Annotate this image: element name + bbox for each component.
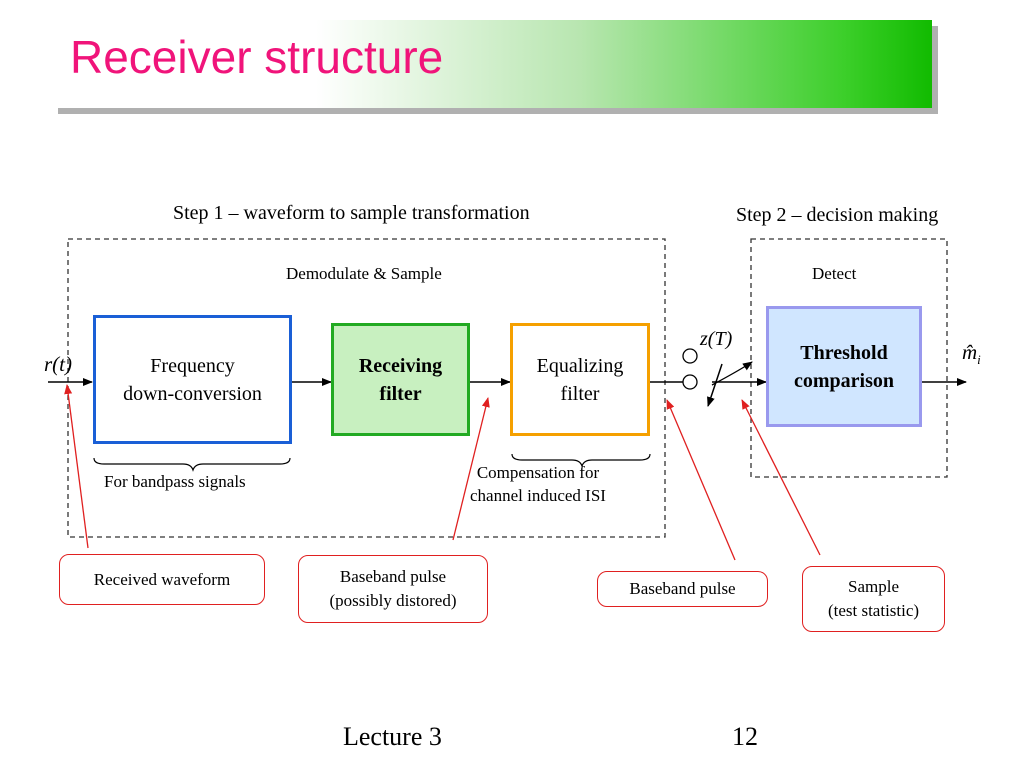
thr-line2: comparison	[794, 370, 894, 392]
sample-line1: Sample	[848, 577, 899, 597]
title-bar	[52, 20, 932, 108]
baseband-callout-text: Baseband pulse	[629, 579, 736, 599]
step2-heading: Step 2 – decision making	[736, 204, 939, 226]
sample-signal-label: z(T)	[700, 328, 733, 350]
pointer-baseband	[666, 399, 736, 561]
pointer-baseband-distorted	[452, 397, 490, 541]
received-waveform-callout: Received waveform	[59, 554, 265, 605]
eq-line2: filter	[560, 382, 600, 405]
pointer-received	[64, 384, 89, 549]
detect-label: Detect	[812, 264, 857, 283]
frequency-downconversion-block: Frequency down-conversion	[93, 315, 292, 444]
isi-line1: Compensation for	[476, 463, 600, 482]
step1-heading: Step 1 – waveform to sample transformati…	[173, 202, 530, 224]
received-callout-text: Received waveform	[93, 569, 231, 589]
freq-line2: down-conversion	[123, 382, 262, 405]
baseband-dist-line1: Baseband pulse	[339, 567, 447, 587]
receiving-filter-block: Receiving filter	[331, 323, 470, 436]
eq-line1: Equalizing	[536, 354, 624, 377]
demodulate-label: Demodulate & Sample	[286, 264, 442, 283]
sample-line2: (test statistic)	[827, 601, 920, 620]
thr-line1: Threshold	[800, 342, 888, 364]
bandpass-brace	[93, 457, 291, 472]
baseband-distorted-callout: Baseband pulse (possibly distored)	[298, 555, 488, 623]
equalizing-filter-block: Equalizing filter	[510, 323, 650, 436]
recv-line2: filter	[379, 382, 422, 405]
page-number: 12	[732, 722, 758, 751]
switch-blade	[707, 363, 723, 407]
bandpass-note: For bandpass signals	[104, 472, 246, 491]
output-subscript: i	[977, 352, 981, 368]
output-signal-label: m̂i	[962, 340, 981, 368]
isi-line2: channel induced ISI	[470, 485, 606, 505]
recv-line1: Receiving	[358, 354, 443, 377]
sample-callout: Sample (test statistic)	[802, 566, 945, 632]
switch-contact-bottom	[682, 374, 698, 390]
lecture-footer: Lecture 3	[343, 722, 442, 751]
threshold-comparison-block: Threshold comparison	[766, 306, 922, 427]
baseband-pulse-callout: Baseband pulse	[597, 571, 768, 607]
baseband-dist-line2: (possibly distored)	[329, 591, 457, 610]
pointer-sample	[741, 399, 821, 556]
input-signal-label: r(t)	[44, 352, 72, 376]
output-symbol: m̂	[962, 340, 978, 364]
switch-contact-top	[682, 348, 698, 364]
isi-brace	[511, 453, 651, 468]
isi-note: Compensation for channel induced ISI	[470, 462, 606, 508]
freq-line1: Frequency	[150, 354, 235, 377]
detect-region	[750, 238, 948, 478]
page-title: Receiver structure	[70, 31, 444, 83]
